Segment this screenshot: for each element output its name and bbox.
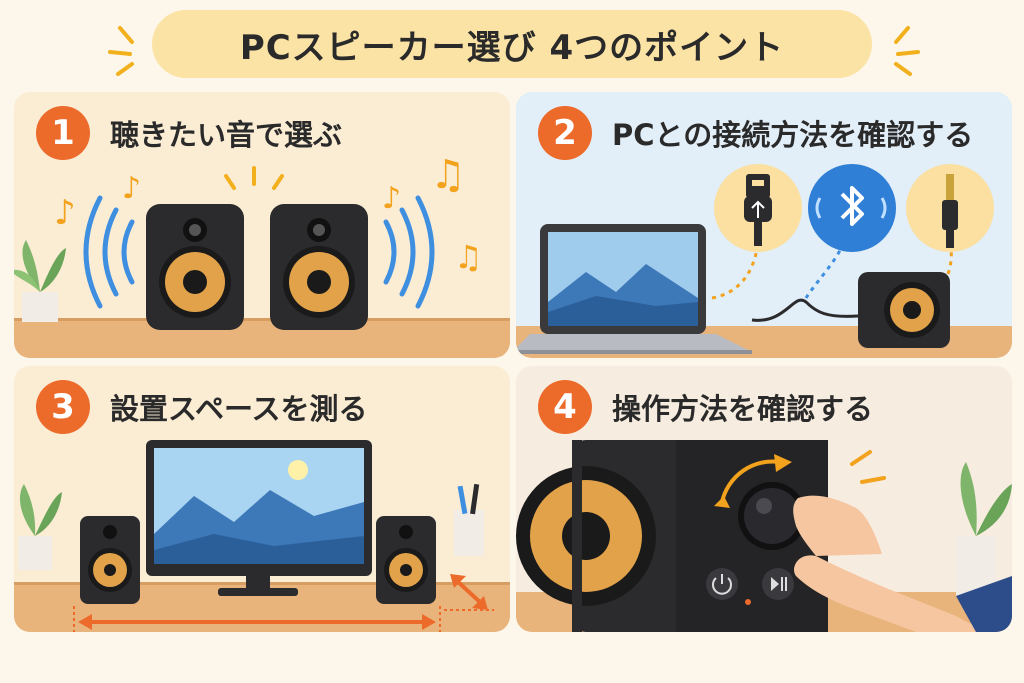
sparkle-right-icon (894, 26, 920, 76)
hand-icon (793, 495, 1012, 632)
point-heading: 設置スペースを測る (110, 392, 368, 426)
speaker-left (80, 516, 140, 604)
point-1-panel: ♪ ♪ ♪ ♫ ♫ 1 聴きたい音で選ぶ (14, 92, 510, 358)
title-banner: PCスピーカー選び 4つのポイント (152, 10, 872, 78)
svg-text:♫: ♫ (454, 238, 483, 276)
desk-space-illustration (14, 440, 510, 632)
music-note-icon: ♪ ♪ ♪ ♫ ♫ (54, 152, 483, 276)
point-number-badge: 1 (36, 106, 90, 160)
usb-icon (714, 164, 802, 252)
plant-icon (956, 462, 1012, 596)
pen-cup-icon (454, 483, 484, 556)
desk-speakers-illustration: ♪ ♪ ♪ ♫ ♫ (14, 152, 510, 358)
measure-arrow (73, 574, 494, 632)
point-heading: PCとの接続方法を確認する (612, 118, 974, 152)
point-4-panel: 4 操作方法を確認する (516, 366, 1012, 632)
control-knob-illustration (516, 440, 1012, 632)
speaker-right (376, 516, 436, 604)
speaker-left (146, 204, 244, 330)
point-heading: 聴きたい音で選ぶ (110, 118, 343, 152)
audio-jack-icon (906, 164, 994, 252)
point-number-badge: 2 (538, 106, 592, 160)
monitor-icon (146, 440, 372, 596)
volume-knob (738, 482, 806, 550)
svg-text:♪: ♪ (122, 171, 141, 206)
svg-text:♫: ♫ (430, 152, 466, 198)
speaker-small (858, 272, 950, 348)
sparkle-left-icon (108, 26, 134, 76)
point-heading: 操作方法を確認する (612, 392, 874, 426)
bluetooth-icon (808, 164, 896, 252)
plant-icon (14, 240, 66, 322)
sound-wave-left-icon (83, 195, 135, 309)
laptop-icon (516, 224, 752, 354)
speaker-right (270, 204, 368, 330)
point-3-panel: 3 設置スペースを測る (14, 366, 510, 632)
point-number-badge: 3 (36, 380, 90, 434)
sound-wave-right-icon (383, 195, 435, 309)
svg-text:♪: ♪ (382, 181, 401, 216)
power-icon (706, 568, 738, 600)
svg-text:♪: ♪ (54, 193, 76, 233)
page-title: PCスピーカー選び 4つのポイント (239, 27, 785, 68)
point-number-badge: 4 (538, 380, 592, 434)
connection-illustration (516, 164, 1012, 358)
point-2-panel: 2 PCとの接続方法を確認する (516, 92, 1012, 358)
play-pause-icon (762, 568, 794, 600)
plant-icon (18, 484, 62, 570)
